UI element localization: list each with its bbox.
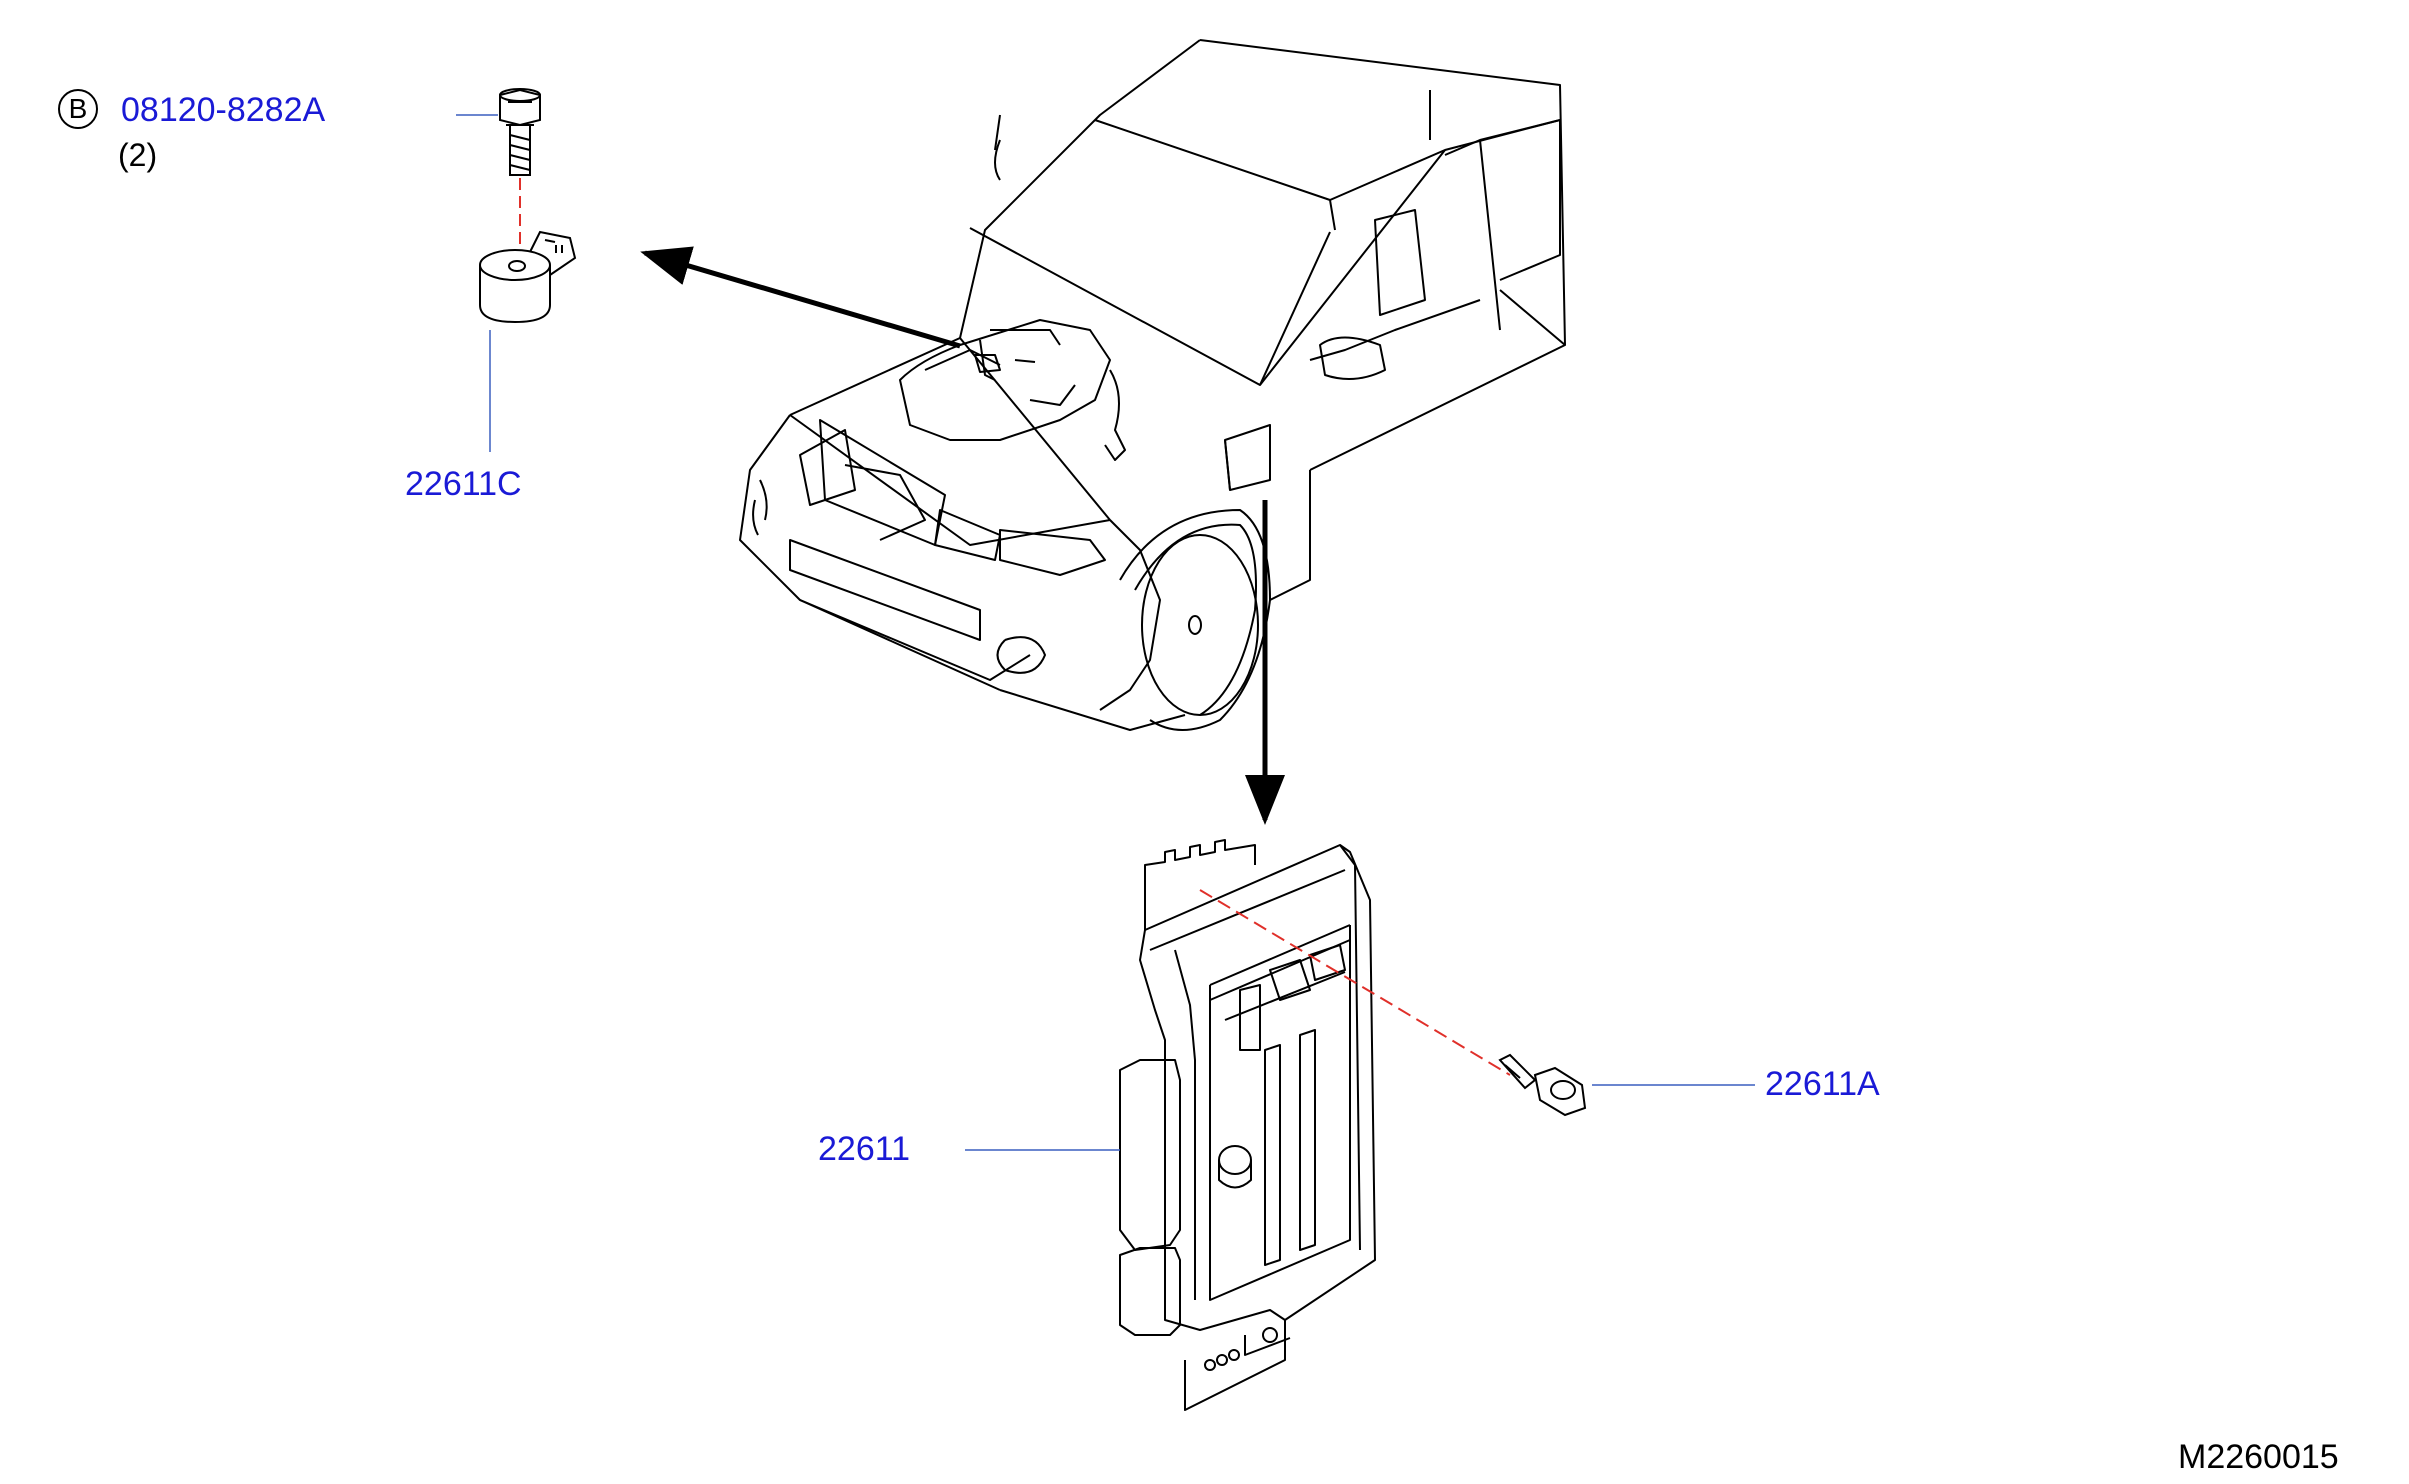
bolt-icon[interactable] — [499, 88, 541, 176]
option-badge: B — [58, 89, 98, 129]
part-label-08120-8282A[interactable]: 08120-8282A — [121, 91, 326, 129]
leader-lines — [456, 114, 1755, 1151]
part-quantity: (2) — [118, 137, 158, 173]
diagram-code: M2260015 — [2178, 1438, 2339, 1476]
ecm-module-icon[interactable] — [1119, 839, 1376, 1411]
knock-sensor-icon[interactable] — [479, 230, 577, 324]
vehicle-icon — [739, 39, 1566, 731]
part-label-22611A[interactable]: 22611A — [1765, 1065, 1880, 1103]
part-label-22611C[interactable]: 22611C — [405, 465, 522, 503]
ecm-bolt-icon[interactable] — [1498, 1053, 1587, 1117]
part-label-22611[interactable]: 22611 — [818, 1130, 911, 1168]
